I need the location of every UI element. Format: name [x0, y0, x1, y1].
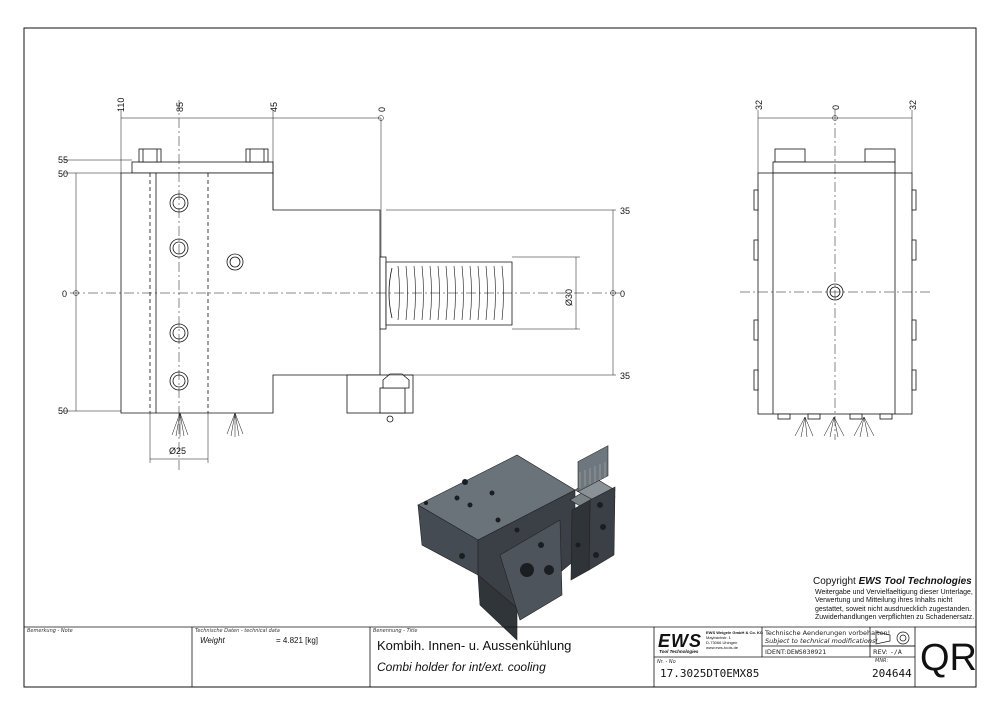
dim-diameter-30: Ø30 [564, 289, 574, 306]
coolant-port [226, 253, 244, 271]
collet-nut [385, 261, 513, 326]
svg-text:Tool Technologies: Tool Technologies [659, 649, 699, 654]
projection-symbol [875, 631, 910, 645]
coolant-spray [171, 412, 244, 437]
dim-top-45: 45 [269, 102, 279, 112]
mnr-value: 204644 [872, 667, 912, 680]
part-number: 17.3025DT0EMX85 [660, 667, 760, 680]
dim-right-35-bottom: 35 [620, 371, 630, 381]
dim-right-35-top: 35 [620, 206, 630, 216]
sheet-border [23, 27, 977, 688]
dim-top-85: 85 [175, 102, 185, 112]
remark-label: Bemerkung - Note [27, 628, 73, 634]
company-line-2: Maybachstr. 1 [706, 635, 731, 640]
company-line-3: D-73066 Uhingen [706, 640, 738, 645]
mnr-label: MNR: [875, 658, 889, 664]
copyright-notice: Copyright EWS Tool Technologies [813, 576, 972, 587]
title-block-grid [24, 626, 976, 687]
dim-diameter-25: Ø25 [169, 446, 186, 456]
dim-side-32-left: 32 [754, 100, 764, 110]
ews-logo: EWS Tool Technologies [657, 630, 703, 654]
company-line-1: EWS Weigele GmbH & Co. KG [706, 630, 764, 635]
dim-side-0: 0 [831, 105, 841, 110]
dim-left-50-bottom: 50 [58, 406, 68, 416]
dim-side-32-right: 32 [908, 100, 918, 110]
screw-head-right [245, 148, 269, 163]
dim-left-55: 55 [58, 155, 68, 165]
techdata-label: Technische Daten - technical data [195, 628, 280, 634]
copyright-line-1: Weitergabe und Vervielfaeltigung dieser … [815, 589, 973, 596]
rev-value: -/A [890, 648, 902, 656]
rev-label: REV: [873, 648, 888, 656]
copyright-line-4: Zuwiderhandlungen verpflichten zu Schade… [815, 613, 975, 621]
copyright-line-2: Verwertung und Mitteilung ihres Inhalts … [815, 597, 953, 605]
dim-top-0: 0 [377, 107, 387, 112]
weight-value: = 4.821 [kg] [276, 636, 319, 645]
company-address: EWS Weigele GmbH & Co. KG Maybachstr. 1 … [706, 630, 763, 650]
copyright-prefix: Copyright [813, 576, 859, 587]
title-label: Benennung - Title [373, 628, 418, 634]
dim-left-50-top: 50 [58, 169, 68, 179]
screw-head-left [138, 148, 162, 163]
copyright-text: Weitergabe und Vervielfaeltigung dieser … [815, 589, 974, 622]
dim-top-110: 110 [116, 98, 126, 112]
svg-text:EWS: EWS [658, 631, 702, 651]
number-label: Nr. - No [657, 659, 676, 665]
dim-left-0: 0 [62, 289, 67, 299]
qr-label: QR [920, 637, 977, 679]
ident-value: DEWS030921 [787, 648, 827, 656]
company-line-4: www.ews-tools.de [706, 645, 739, 650]
weight-label: Weight [200, 636, 225, 645]
front-dimensions [64, 110, 616, 463]
copyright-brand: EWS Tool Technologies [858, 576, 972, 587]
copyright-line-3: gestattet, soweit nicht ausdruecklich zu… [815, 605, 972, 613]
clamp-bar [131, 161, 274, 174]
dim-right-0: 0 [620, 289, 625, 299]
isometric-render [417, 445, 616, 641]
notice-german: Technische Aenderungen vorbehalten! [765, 629, 891, 637]
ident-label: IDENT: [765, 648, 787, 656]
notice-english: Subject to technical modifications! [765, 637, 878, 645]
title-english: Combi holder for int/ext. cooling [377, 660, 546, 674]
title-german: Kombih. Innen- u. Aussenkühlung [377, 638, 572, 653]
